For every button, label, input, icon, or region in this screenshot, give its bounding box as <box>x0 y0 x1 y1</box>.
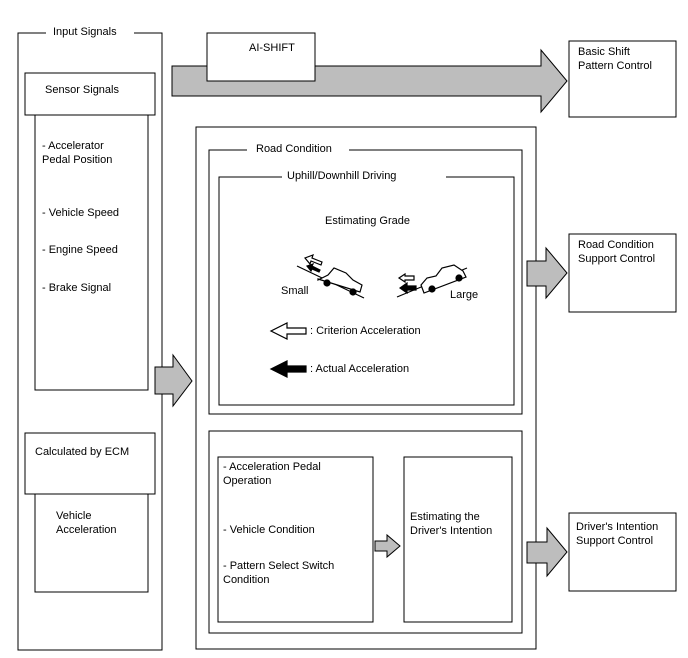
driver-intention-output-label: Driver's Intention Support Control <box>576 521 659 547</box>
uphill-car-illustration <box>296 253 365 299</box>
driver-section-frame <box>208 430 523 634</box>
input-signals-title: Input Signals <box>53 26 117 38</box>
driver-inputs-box <box>217 456 374 623</box>
actual-acceleration-legend-icon <box>269 360 307 378</box>
ai-shift-arrow <box>171 48 568 114</box>
estimating-intention-label: Estimating the Driver's Intention <box>410 511 493 537</box>
driver-input-vehicle-condition: - Vehicle Condition <box>223 524 315 536</box>
calculated-by-ecm-body-frame <box>34 494 149 593</box>
input-signals-frame <box>17 32 163 651</box>
downhill-car-illustration <box>396 264 468 298</box>
road-condition-title: Road Condition <box>256 143 332 155</box>
large-grade-label: Large <box>450 289 479 301</box>
criterion-acceleration-legend-icon <box>269 322 307 340</box>
right-main-frame <box>195 126 537 650</box>
actual-acceleration-label: : Actual Acceleration <box>310 363 410 375</box>
sensor-item-vehicle-speed: - Vehicle Speed <box>42 207 120 219</box>
sensor-item-accelerator: - Accelerator Pedal Position <box>42 140 113 166</box>
estimating-intention-box <box>403 456 513 623</box>
road-condition-output-label: Road Condition Support Control <box>578 239 656 265</box>
basic-shift-output-box <box>568 40 677 118</box>
criterion-acceleration-label: : Criterion Acceleration <box>310 325 421 337</box>
sensor-signals-title: Sensor Signals <box>45 84 119 96</box>
vehicle-acceleration-item: Vehicle Acceleration <box>56 510 117 536</box>
uphill-actual-arrow-icon <box>305 262 321 273</box>
sensor-item-brake-signal: - Brake Signal <box>42 282 112 294</box>
road-condition-frame <box>208 149 523 415</box>
road-condition-output-box <box>568 233 677 313</box>
driver-input-pattern-switch: - Pattern Select Switch Condition <box>223 560 335 586</box>
downhill-criterion-arrow-icon <box>397 272 415 284</box>
estimating-grade-label: Estimating Grade <box>325 215 410 227</box>
basic-shift-output-label: Basic Shift Pattern Control <box>578 46 652 72</box>
input-to-panel-arrow <box>154 353 193 408</box>
small-grade-label: Small <box>281 285 309 297</box>
sensor-signals-header-box <box>24 72 156 116</box>
calculated-by-ecm-title: Calculated by ECM <box>35 446 130 458</box>
inputs-to-estimate-arrow <box>374 533 401 559</box>
ai-shift-box <box>206 32 316 82</box>
driver-intention-output-box <box>568 512 677 592</box>
sensor-item-engine-speed: - Engine Speed <box>42 244 118 256</box>
driver-input-pedal: - Acceleration Pedal Operation <box>223 461 321 487</box>
uphill-criterion-arrow-icon <box>303 253 323 266</box>
calculated-by-ecm-header-box <box>24 432 156 495</box>
ai-shift-label: AI-SHIFT <box>249 42 295 54</box>
sensor-signals-body-frame <box>34 115 149 391</box>
uphill-downhill-frame <box>218 176 515 406</box>
uphill-downhill-title: Uphill/Downhill Driving <box>287 170 397 182</box>
road-output-arrow <box>526 246 568 300</box>
downhill-actual-arrow-icon <box>398 281 417 295</box>
driver-output-arrow <box>526 526 568 578</box>
